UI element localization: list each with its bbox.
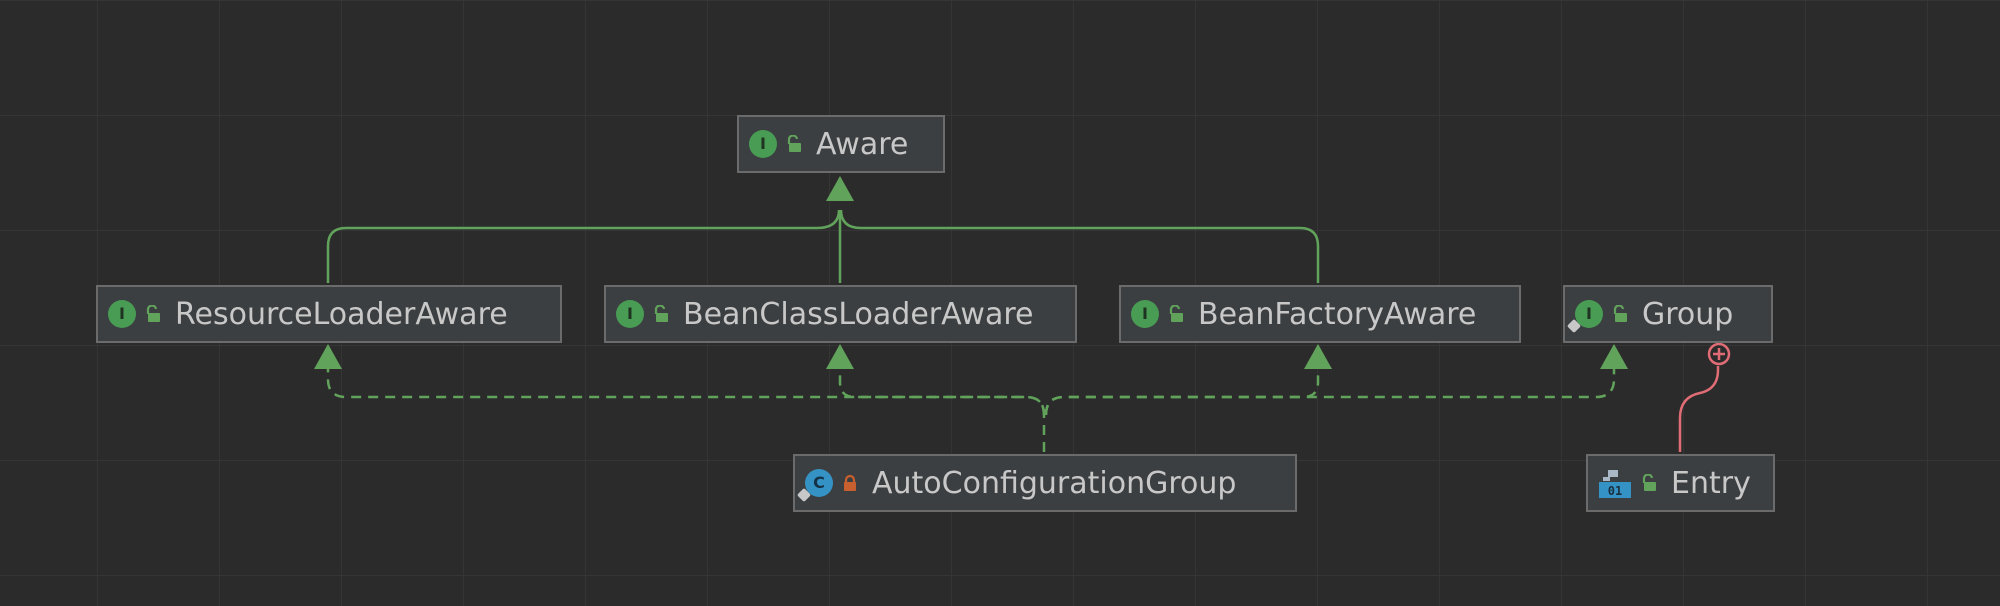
edge-resourceloaderaware-extends-aware [326, 209, 841, 283]
unlocked-icon [146, 305, 160, 322]
unlocked-icon [1613, 305, 1627, 322]
arrowhead-beanfactoryaware [1304, 344, 1332, 369]
node-autoconfigurationgroup[interactable]: C AutoConfigurationGroup [793, 454, 1297, 512]
unlocked-icon [1642, 474, 1656, 491]
arrowhead-resourceloaderaware [314, 344, 342, 369]
node-label: Entry [1671, 465, 1751, 501]
edge-autoconfigurationgroup-implements-beanclassloaderaware [838, 368, 1046, 416]
static-tag-icon [1566, 318, 1582, 334]
node-beanfactoryaware[interactable]: I BeanFactoryAware [1119, 285, 1521, 343]
interface-icon: I [1131, 300, 1159, 328]
node-label: ResourceLoaderAware [175, 296, 508, 332]
node-label: BeanFactoryAware [1198, 296, 1477, 332]
node-label: Aware [816, 126, 909, 162]
unlocked-icon [654, 305, 668, 322]
class-icon: C [796, 469, 833, 503]
arrowhead-group [1600, 344, 1628, 369]
unlocked-icon [787, 135, 801, 152]
locked-icon [844, 474, 856, 491]
edge-autoconfigurationgroup-implements-group [1044, 368, 1616, 416]
edge-autoconfigurationgroup-implements-beanfactoryaware [1044, 368, 1320, 416]
edge-beanfactoryaware-extends-aware [839, 209, 1320, 283]
interface-icon: I [108, 300, 136, 328]
interface-icon: I [616, 300, 644, 328]
node-label: Group [1642, 296, 1734, 332]
svg-text:01: 01 [1608, 484, 1622, 498]
edge-entry-inner-of-group [1678, 366, 1720, 452]
node-label: BeanClassLoaderAware [683, 296, 1034, 332]
inner-class-marker [1707, 342, 1731, 366]
edge-autoconfigurationgroup-implements-resourceloaderaware [326, 368, 1046, 452]
node-beanclassloaderaware[interactable]: I BeanClassLoaderAware [604, 285, 1077, 343]
node-aware[interactable]: I Aware [737, 115, 945, 173]
node-entry[interactable]: 01 Entry [1586, 454, 1775, 512]
interface-icon: I [749, 130, 777, 158]
node-resourceloaderaware[interactable]: I ResourceLoaderAware [96, 285, 562, 343]
record-icon: 01 [1599, 470, 1631, 498]
arrowhead-aware [826, 176, 854, 201]
node-group[interactable]: I Group [1563, 285, 1773, 343]
interface-icon: I [1566, 300, 1603, 334]
node-label: AutoConfigurationGroup [872, 465, 1237, 501]
static-tag-icon [796, 487, 812, 503]
unlocked-icon [1169, 305, 1183, 322]
arrowhead-beanclassloaderaware [826, 344, 854, 369]
